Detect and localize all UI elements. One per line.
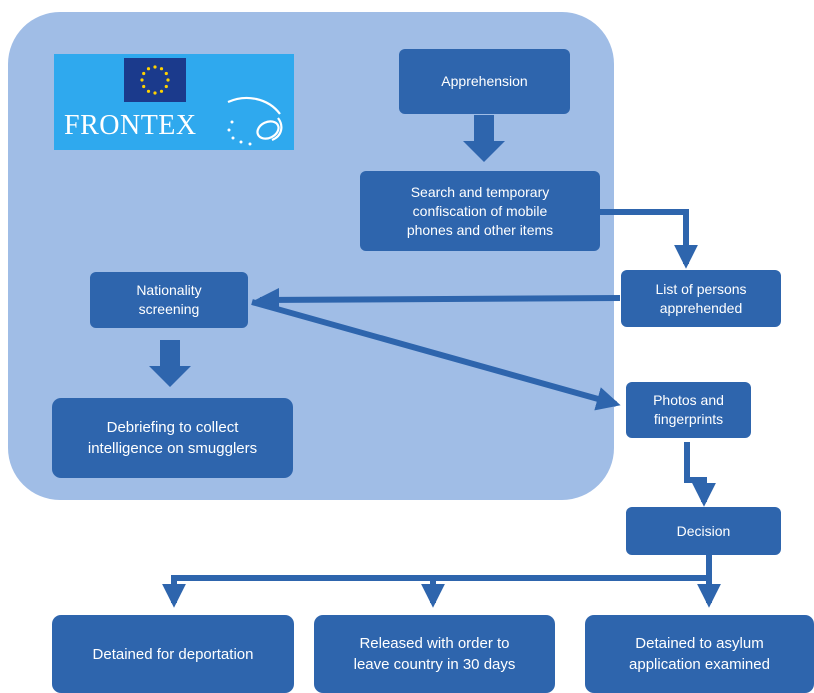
frontex-logo: FRONTEX <box>54 54 294 150</box>
node-search: Search and temporary confiscation of mob… <box>360 171 600 251</box>
arrow-search-list <box>600 209 698 269</box>
node-released: Released with order to leave country in … <box>314 615 555 693</box>
logo-wordmark: FRONTEX <box>64 110 197 141</box>
node-debriefing: Debriefing to collect intelligence on sm… <box>52 398 293 478</box>
node-photos-fingerprints: Photos and fingerprints <box>626 382 751 438</box>
logo-swoosh-icon <box>227 96 283 146</box>
arrow-nationality-photos <box>251 299 621 411</box>
arrow-nationality-debriefing <box>149 340 191 387</box>
arrow-apprehension-search <box>463 115 505 162</box>
eu-flag-icon <box>124 58 186 102</box>
node-list-of-persons: List of persons apprehended <box>621 270 781 327</box>
node-detained-asylum: Detained to asylum application examined <box>585 615 814 693</box>
node-nationality-screening: Nationality screening <box>90 272 248 328</box>
node-detained-deportation: Detained for deportation <box>52 615 294 693</box>
arrow-decision-branch <box>162 555 712 608</box>
arrow-photos-decision <box>684 442 716 507</box>
arrow-list-nationality <box>255 287 621 312</box>
node-apprehension: Apprehension <box>399 49 570 114</box>
node-decision: Decision <box>626 507 781 555</box>
